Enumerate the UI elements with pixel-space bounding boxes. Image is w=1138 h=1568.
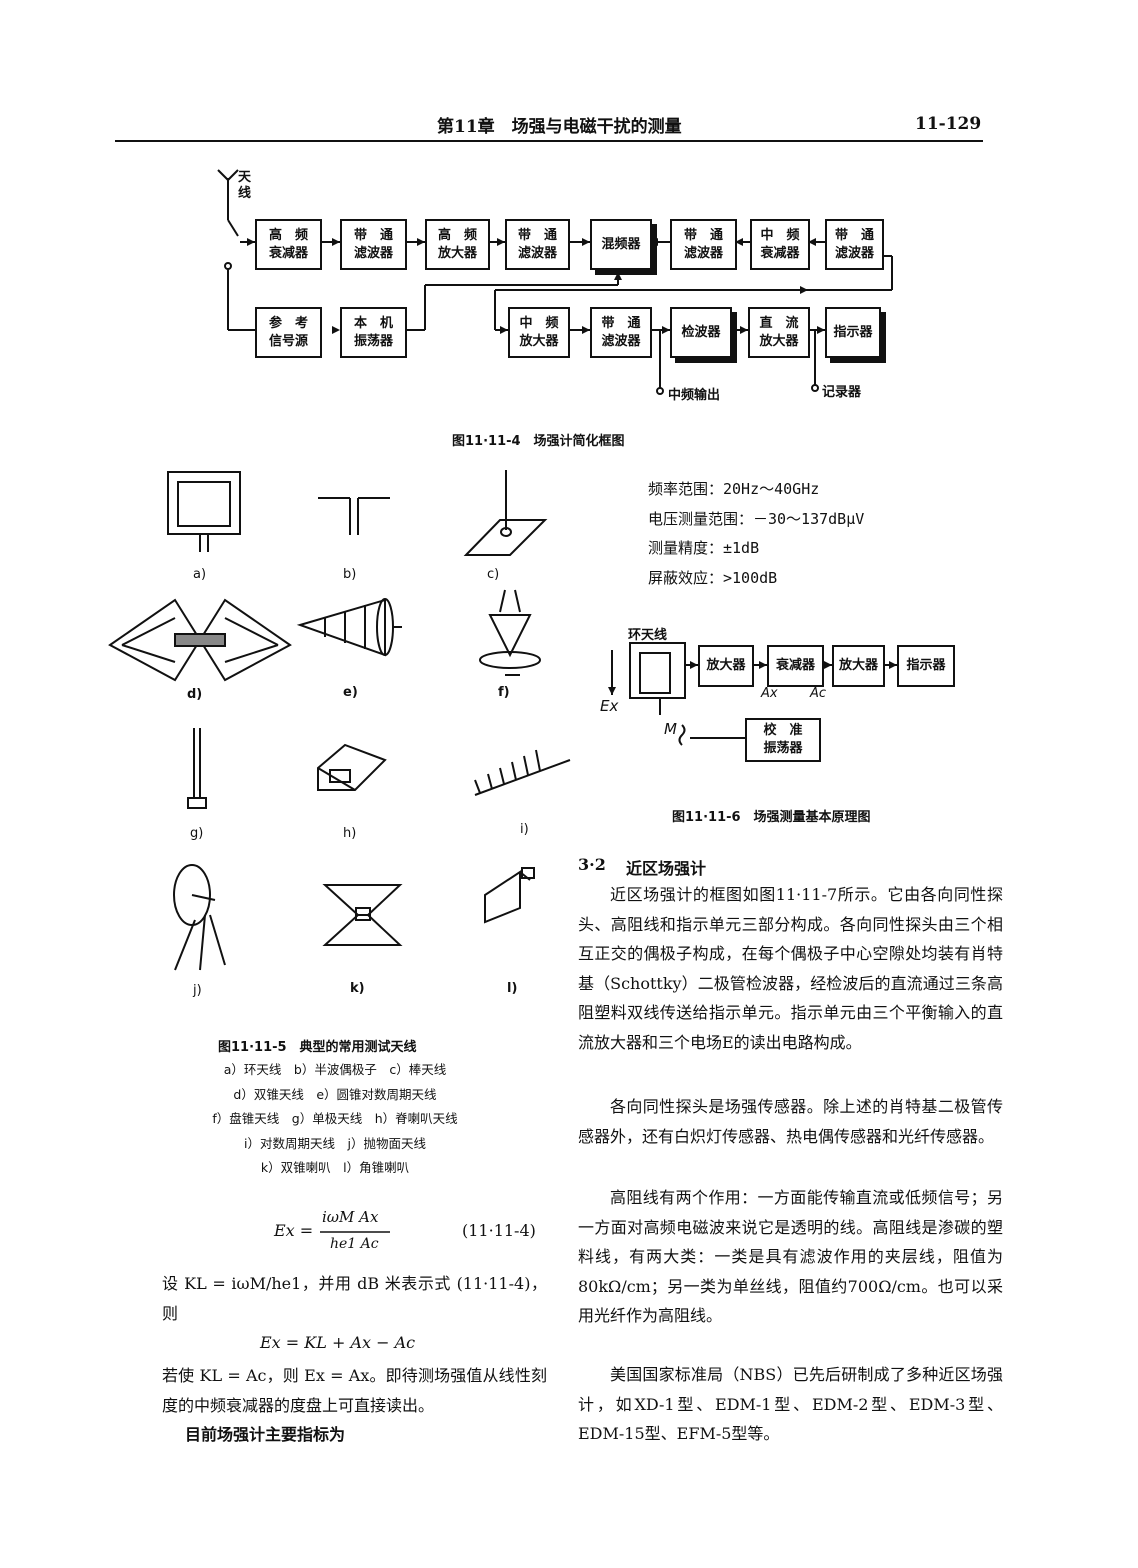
calibration-oscillator-box: 校 准 振荡器	[745, 718, 821, 762]
local-oscillator-box: 本 机 振荡器	[340, 307, 407, 358]
text-readout: 若使 KL = Ac，则 Ex = Ax。即待测场强值从线性刻度的中频衰减器的度…	[162, 1366, 547, 1415]
if-amplifier-box: 中 频 放大器	[508, 307, 570, 358]
paragraph-4: 美国国家标准局（NBS）已先后研制成了多种近区场强计，如XD-1型、EDM-1型…	[578, 1365, 1003, 1443]
reference-source-box: 参 考 信号源	[255, 307, 322, 358]
paragraph-1: 近区场强计的框图如图11·11-7所示。它由各向同性探头、高阻线和指示单元三部分…	[578, 885, 1003, 1052]
paragraph-2: 各向同性探头是场强传感器。除上述的肖特基二极管传感器外，还有白炽灯传感器、热电偶…	[578, 1097, 1003, 1146]
fig6-amplifier-2-box: 放大器	[832, 645, 885, 687]
fig6-amplifier-1-box: 放大器	[698, 645, 754, 687]
hf-amplifier-box: 高 频 放大器	[425, 219, 490, 270]
antenna-label-k: k)	[350, 981, 365, 996]
fig5-legend: a）环天线 b）半波偶极子 c）棒天线 d）双锥天线 e）圆锥对数周期天线 f）…	[150, 1058, 520, 1181]
section-title: 近区场强计	[626, 859, 707, 878]
loop-antenna-label: 环天线	[628, 628, 668, 643]
antenna-label-l: l)	[507, 981, 518, 996]
fig6-indicator-box: 指示器	[897, 645, 955, 687]
legend-line-5: k）双锥喇叭 l）角锥喇叭	[260, 1160, 410, 1175]
legend-line-3: f）盘锥天线 g）单极天线 h）脊喇叭天线	[212, 1111, 458, 1126]
formula-lhs: Ex =	[274, 1221, 314, 1240]
paragraph-3: 高阻线有两个作用：一方面能传输直流或低频信号；另一方面对高频电磁波来说它是透明的…	[578, 1188, 1003, 1325]
indicator-box: 指示器	[825, 307, 881, 358]
page-number: 11-129	[915, 114, 982, 134]
chapter-title: 第11章 场强与电磁干扰的测量	[437, 117, 682, 137]
formula-denominator: he1 Ac	[330, 1236, 379, 1252]
antenna-label: 天 线	[238, 170, 252, 201]
antenna-label-c: c)	[487, 567, 500, 582]
mixer-box: 混频器	[590, 219, 652, 270]
bandpass-filter-1-box: 带 通 滤波器	[340, 219, 407, 270]
fig6-attenuator-box: 衰减器	[767, 645, 824, 687]
antenna-label-a: a)	[193, 567, 207, 582]
ax-label: Ax	[761, 686, 778, 701]
formula-2: Ex = KL + Ax − Ac	[260, 1333, 416, 1352]
bandpass-filter-3-box: 带 通 滤波器	[670, 219, 737, 270]
spec-voltage: 电压测量范围：－30～137dBμV	[648, 510, 865, 528]
fig5-caption: 图11·11-5 典型的常用测试天线	[218, 1040, 417, 1055]
hf-attenuator-box: 高 频 衰减器	[255, 219, 322, 270]
antenna-label-b: b)	[343, 567, 357, 582]
ex-label: Ex	[600, 697, 619, 715]
bandpass-filter-5-box: 带 通 滤波器	[590, 307, 652, 358]
ac-label: Ac	[810, 686, 827, 701]
legend-line-2: d）双锥天线 e）圆锥对数周期天线	[233, 1086, 437, 1102]
antenna-label-j: j)	[193, 983, 202, 998]
antenna-label-d: d)	[187, 687, 203, 702]
legend-line-4: i）对数周期天线 j）抛物面天线	[244, 1135, 426, 1151]
recorder-label: 记录器	[822, 385, 862, 400]
antenna-label-f: f)	[498, 685, 510, 700]
antenna-label-h: h)	[343, 826, 357, 841]
bandpass-filter-2-box: 带 通 滤波器	[505, 219, 570, 270]
dc-amplifier-box: 直 流 放大器	[748, 307, 810, 358]
section-number: 3·2	[578, 855, 606, 874]
spec-frequency: 频率范围：20Hz～40GHz	[648, 480, 820, 498]
fig6-caption: 图11·11-6 场强测量基本原理图	[672, 810, 871, 825]
bandpass-filter-4-box: 带 通 滤波器	[825, 219, 884, 270]
legend-line-1: a）环天线 b）半波偶极子 c）棒天线	[223, 1062, 447, 1077]
spec-accuracy: 测量精度：±1dB	[648, 539, 760, 557]
antenna-label-g: g)	[190, 826, 204, 841]
if-attenuator-box: 中 频 衰减器	[750, 219, 810, 270]
formula-numerator: iωM Ax	[322, 1208, 379, 1226]
antenna-label-e: e)	[343, 685, 358, 700]
fig4-caption: 图11·11-4 场强计简化框图	[452, 434, 625, 449]
text-specs-intro: 目前场强计主要指标为	[185, 1425, 346, 1444]
header-rule	[115, 140, 983, 142]
if-output-label: 中频输出	[668, 388, 721, 403]
spec-shielding: 屏蔽效应：>100dB	[648, 569, 778, 587]
antenna-label-i: i)	[520, 822, 529, 837]
formula-eqno: (11·11-4)	[462, 1221, 536, 1240]
detector-box: 检波器	[670, 307, 732, 358]
m-label: M	[664, 720, 677, 738]
text-define-kl: 设 KL = iωM/he1，并用 dB 米表示式 (11·11-4)，则	[162, 1274, 547, 1323]
